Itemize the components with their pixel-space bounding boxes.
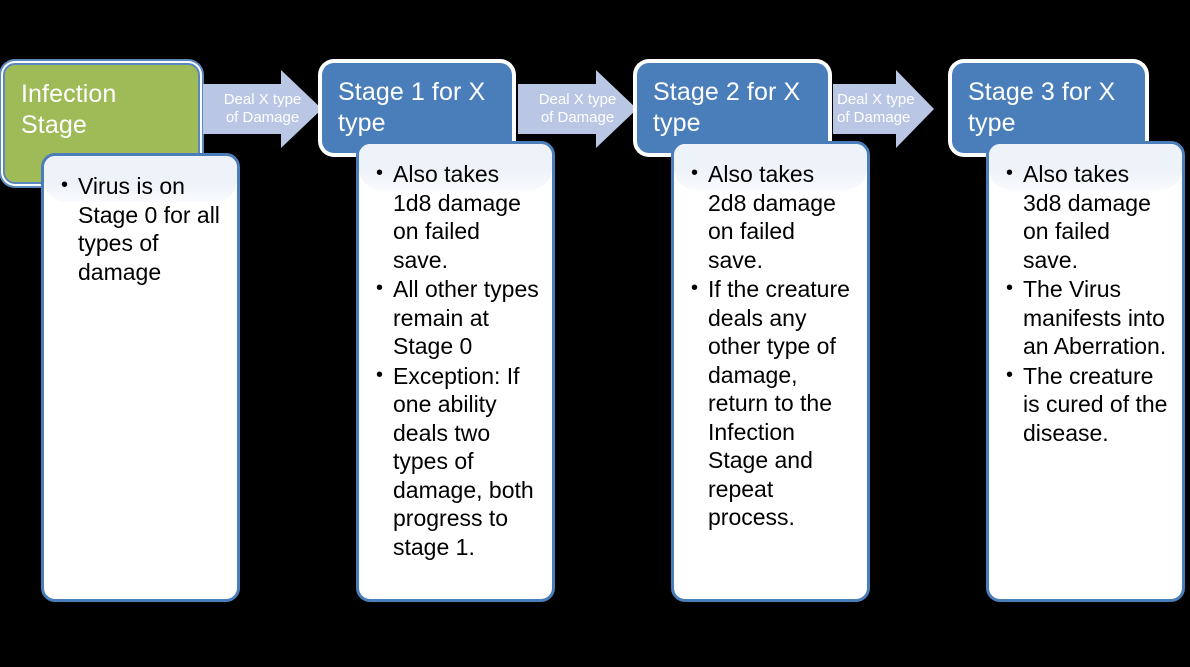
arrow-shape-icon (833, 70, 934, 148)
arrow-shape-icon (203, 70, 322, 148)
arrow-shape-icon (518, 70, 637, 148)
list-item: Exception: If one ability deals two type… (376, 361, 540, 562)
list-item: All other types remain at Stage 0 (376, 274, 540, 361)
stage-header-label: Stage 2 for X type (653, 78, 801, 137)
stage-header-stage-1[interactable]: Stage 1 for X type (322, 63, 512, 153)
bullet-list-infection-stage: Virus is on Stage 0 for all types of dam… (44, 156, 237, 297)
bullet-list-stage-2: Also takes 2d8 damage on failed save. If… (674, 144, 867, 543)
detail-card-stage-3[interactable]: Also takes 3d8 damage on failed save. Th… (986, 141, 1185, 602)
stage-header-label: Stage 1 for X type (338, 78, 486, 137)
arrow-deal-damage-3[interactable]: Deal X type of Damage (833, 70, 934, 148)
bullet-list-stage-1: Also takes 1d8 damage on failed save. Al… (359, 144, 552, 572)
list-item: If the creature deals any other type of … (691, 274, 855, 532)
bullet-list-stage-3: Also takes 3d8 damage on failed save. Th… (989, 144, 1182, 458)
stage-header-label: Stage 3 for X type (968, 78, 1116, 137)
stage-header-stage-3[interactable]: Stage 3 for X type (952, 63, 1145, 153)
stage-header-stage-2[interactable]: Stage 2 for X type (637, 63, 828, 153)
list-item: Virus is on Stage 0 for all types of dam… (61, 171, 225, 286)
detail-card-stage-1[interactable]: Also takes 1d8 damage on failed save. Al… (356, 141, 555, 602)
detail-card-stage-2[interactable]: Also takes 2d8 damage on failed save. If… (671, 141, 870, 602)
list-item: Also takes 3d8 damage on failed save. (1006, 159, 1170, 274)
list-item: Also takes 1d8 damage on failed save. (376, 159, 540, 274)
list-item: The creature is cured of the disease. (1006, 361, 1170, 448)
list-item: Also takes 2d8 damage on failed save. (691, 159, 855, 274)
arrow-deal-damage-2[interactable]: Deal X type of Damage (518, 70, 637, 148)
stage-header-label: Infection Stage (21, 80, 117, 139)
arrow-deal-damage-1[interactable]: Deal X type of Damage (203, 70, 322, 148)
list-item: The Virus manifests into an Aberration. (1006, 274, 1170, 361)
detail-card-infection-stage[interactable]: Virus is on Stage 0 for all types of dam… (41, 153, 240, 602)
